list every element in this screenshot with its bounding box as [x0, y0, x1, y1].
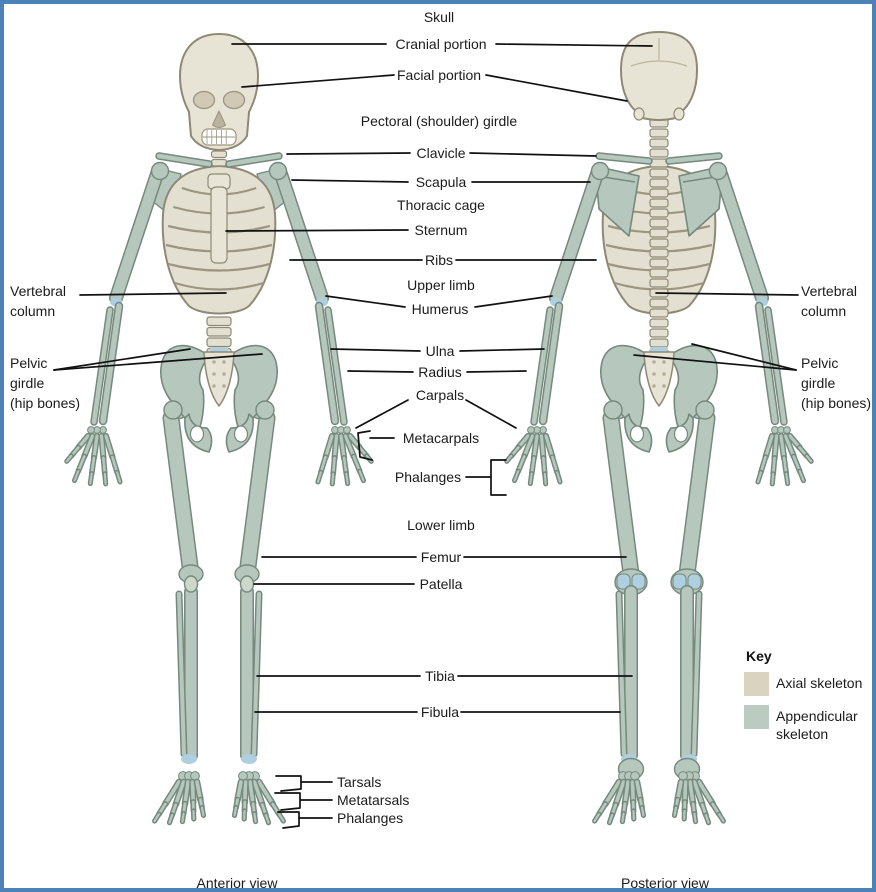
- label-phalanges-hand: Phalanges: [394, 469, 462, 485]
- key-row-axial: Axial skeleton: [744, 672, 872, 696]
- appendicular-skeleton-swatch: [744, 705, 769, 729]
- label-facial-portion: Facial portion: [396, 67, 482, 83]
- label-patella: Patella: [419, 576, 463, 592]
- label-ribs: Ribs: [424, 252, 454, 268]
- label-radius: Radius: [418, 364, 462, 380]
- label-pelvic-girdle-left: Pelvic girdle (hip bones): [10, 355, 81, 411]
- label-metacarpals: Metacarpals: [402, 430, 480, 446]
- label-metatarsals: Metatarsals: [337, 792, 410, 808]
- label-tarsals: Tarsals: [337, 774, 382, 790]
- label-pelvic-girdle-right: Pelvic girdle (hip bones): [801, 355, 872, 411]
- label-skull: Skull: [423, 9, 455, 25]
- label-sternum: Sternum: [414, 222, 468, 238]
- label-vertebral-column-right: Vertebral column: [801, 283, 858, 319]
- label-carpals: Carpals: [415, 387, 465, 403]
- label-cranial-portion: Cranial portion: [395, 36, 487, 52]
- label-fibula: Fibula: [420, 704, 460, 720]
- label-lower-limb: Lower limb: [407, 517, 475, 533]
- key-label-axial: Axial skeleton: [776, 675, 863, 691]
- label-scapula: Scapula: [415, 174, 467, 190]
- label-tibia: Tibia: [425, 668, 455, 684]
- label-clavicle: Clavicle: [416, 145, 466, 161]
- label-vertebral-column-left: Vertebral column: [10, 283, 67, 319]
- label-upper-limb: Upper limb: [407, 277, 475, 293]
- axial-skeleton-swatch: [744, 672, 769, 696]
- key-label-appendicular: Appendicular skeleton: [776, 708, 858, 742]
- caption-posterior-view: Posterior view: [621, 875, 709, 891]
- key-row-appendicular: Appendicular skeleton: [744, 705, 872, 743]
- legend-key: Key Axial skeleton Appendicular skeleton: [744, 648, 872, 752]
- label-femur: Femur: [420, 549, 462, 565]
- label-thoracic-cage: Thoracic cage: [397, 197, 485, 213]
- label-pectoral-girdle: Pectoral (shoulder) girdle: [360, 113, 518, 129]
- caption-anterior-view: Anterior view: [196, 875, 278, 891]
- label-humerus: Humerus: [411, 301, 469, 317]
- skeleton-illustration: [53, 31, 814, 829]
- key-title: Key: [746, 648, 772, 664]
- label-ulna: Ulna: [425, 343, 455, 359]
- label-phalanges-foot: Phalanges: [337, 810, 404, 826]
